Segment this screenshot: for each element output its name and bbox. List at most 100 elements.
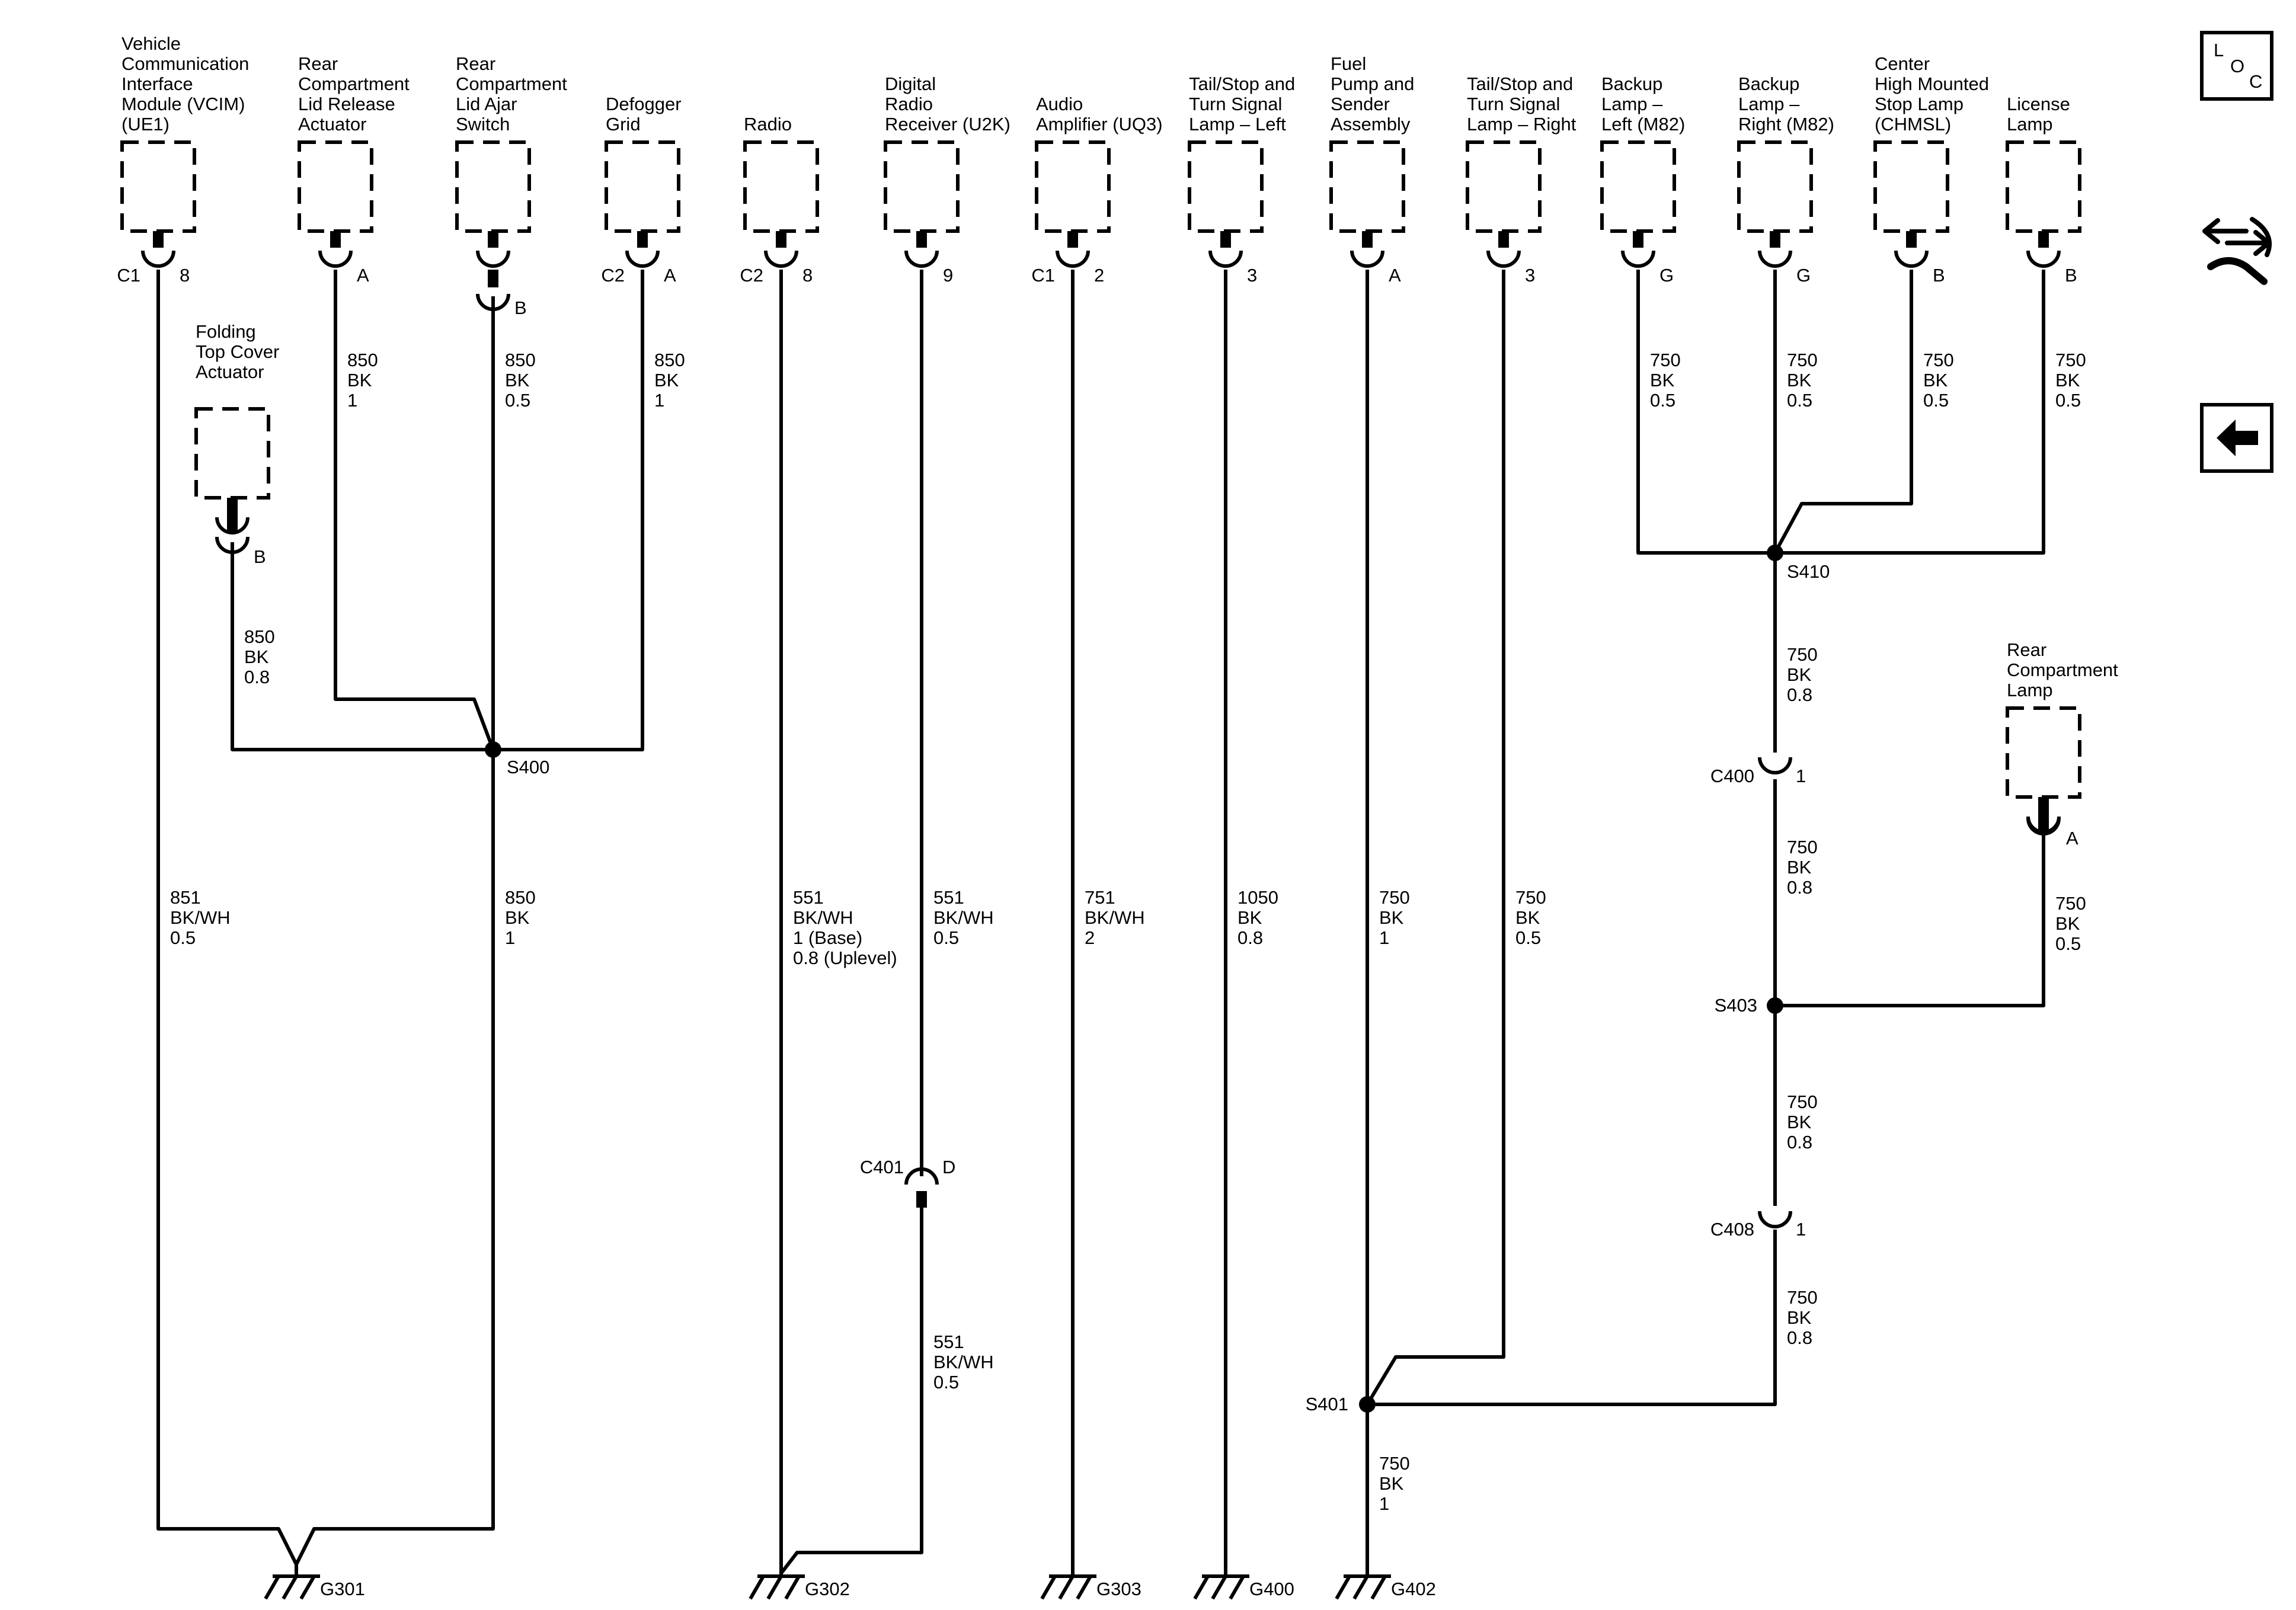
wire-label-rear-comp-lamp-line: 0.5 [2055,933,2081,954]
connector-c400-label: C400 [1710,766,1754,786]
wire-label-s401-g402-line: 1 [1379,1493,1389,1514]
wire-label-lid-release-line: 850 [347,350,378,370]
connector-end-view-icon [2202,217,2272,285]
component-backup-right-label-line: Right (M82) [1738,114,1834,135]
wire-label-backup-left-line: 750 [1650,350,1681,370]
component-audio-amp-pin: 2 [1094,265,1104,286]
connector-c408-pin: 1 [1796,1219,1806,1240]
wire-license-to-s410 [1775,270,2045,555]
component-audio-amp-box [1035,140,1111,233]
component-rear-comp-lamp-terminal [2038,797,2049,814]
wire-label-digital-radio-line: BK/WH [933,907,994,928]
component-digital-radio-label-line: Radio [885,94,933,114]
wire-label-audio-amp-line: BK/WH [1085,907,1145,928]
wire-label-folding-top-line: BK [244,646,269,667]
component-chmsl-label-line: (CHMSL) [1875,114,1951,135]
component-rear-comp-lamp-label-line: Rear [2007,639,2046,660]
component-backup-right-label-line: Lamp – [1738,94,1800,114]
component-radio-connector-id: C2 [740,265,763,286]
wire-label-lid-release-line: 1 [347,390,357,411]
wire-label-lid-release-line: BK [347,370,372,391]
back-arrow-icon [2200,403,2273,473]
loc-icon: LOC [2200,31,2273,101]
component-tail-right-box [1466,140,1542,233]
wire-label-radio-line: 0.8 (Uplevel) [793,948,897,968]
component-backup-left-pin: G [1659,265,1674,286]
component-lid-ajar-connector-cup [476,250,510,268]
ground-g402-hatch [1352,1575,1369,1600]
wire-label-rear-comp-lamp-line: 750 [2055,893,2086,914]
connector-c401-pin: D [942,1157,955,1177]
component-lid-release-pin: A [357,265,369,286]
wire-label-defogger-line: 1 [654,390,664,411]
component-tail-right-label-line: Turn Signal [1467,94,1560,114]
component-lid-ajar-terminal-extension [488,270,498,287]
component-vcim-label-line: Interface [121,73,193,94]
component-tail-left-pin: 3 [1247,265,1257,286]
ground-g400-label: G400 [1249,1579,1294,1599]
wire-label-rear-comp-lamp-line: BK [2055,913,2080,934]
component-license-label-line: Lamp [2007,114,2053,135]
wire-label-s400-g301-line: 850 [505,887,536,908]
component-defogger-connector-cup [625,250,660,268]
component-lid-release-terminal [330,231,341,248]
wire-label-folding-top-line: 850 [244,626,275,647]
wire-label-lid-ajar-line: BK [505,370,530,391]
wire-label-s410-c400-line: 750 [1787,644,1818,665]
component-fuel-pump-connector-cup [1350,250,1384,268]
component-radio-connector-cup [764,250,798,268]
wire-label-tail-right-line: 750 [1515,887,1546,908]
connector-c401-label: C401 [860,1157,904,1177]
splice-s400-label: S400 [507,757,549,777]
ground-g301-label: G301 [320,1579,365,1599]
component-tail-left-terminal [1220,231,1231,248]
component-tail-left-connector-cup [1208,250,1243,268]
component-tail-right-pin: 3 [1525,265,1535,286]
component-license-connector-cup [2026,250,2061,268]
wire-defogger-to-s400 [493,270,644,751]
ground-g400-hatch [1229,1575,1245,1600]
wire-label-s400-g301-line: BK [505,907,530,928]
wire-label-s401-g402-line: BK [1379,1473,1404,1494]
loc-icon-frame [2200,31,2273,101]
wire-label-fuel-pump-line: BK [1379,907,1404,928]
component-rear-comp-lamp-pin: A [2066,828,2078,849]
wire-label-s410-c400-line: 0.8 [1787,684,1812,705]
wire-label-c400-s403-line: 0.8 [1787,877,1812,898]
wire-label-defogger-line: BK [654,370,679,391]
component-defogger-label-line: Defogger [606,94,682,114]
component-tail-left-label-line: Lamp – Left [1189,114,1286,135]
wire-label-s403-c408-line: 0.8 [1787,1132,1812,1153]
component-vcim-terminal [153,231,164,248]
component-chmsl-connector-cup [1894,250,1929,268]
component-radio-terminal [776,231,786,248]
wire-label-radio-line: BK/WH [793,907,853,928]
ground-g301-hatch [282,1575,298,1600]
connector-end-view-tool [2207,257,2268,285]
component-lid-release-label-line: Actuator [298,114,366,135]
wire-label-backup-left-line: BK [1650,370,1675,391]
component-digital-radio-box [884,140,960,233]
component-lid-ajar-label-line: Switch [456,114,510,135]
component-license-terminal [2038,231,2049,248]
component-tail-right-label-line: Lamp – Right [1467,114,1576,135]
component-vcim-label-line: Module (VCIM) [121,94,245,114]
wire-label-defogger-line: 850 [654,350,685,370]
wire-label-tail-left-line: BK [1237,907,1262,928]
component-backup-left-box [1600,140,1676,233]
component-audio-amp-terminal [1067,231,1078,248]
component-backup-right-pin: G [1796,265,1811,286]
component-lid-release-connector-cup [318,250,353,268]
component-lid-release-label-line: Compartment [298,73,410,94]
component-folding-top-terminal-extension [227,514,238,532]
wire-label-s400-g301-line: 1 [505,927,515,948]
wire-label-lid-ajar-line: 850 [505,350,536,370]
splice-s401-label: S401 [1306,1394,1348,1414]
component-defogger-connector-id: C2 [601,265,625,286]
wire-label-vcim-line: BK/WH [170,907,231,928]
splice-s401 [1359,1396,1376,1413]
wire-label-audio-amp-line: 751 [1085,887,1115,908]
wire-label-chmsl-line: 0.5 [1923,390,1949,411]
wire-label-s403-c408-line: 750 [1787,1092,1818,1112]
wire-label-fuel-pump-line: 1 [1379,927,1389,948]
